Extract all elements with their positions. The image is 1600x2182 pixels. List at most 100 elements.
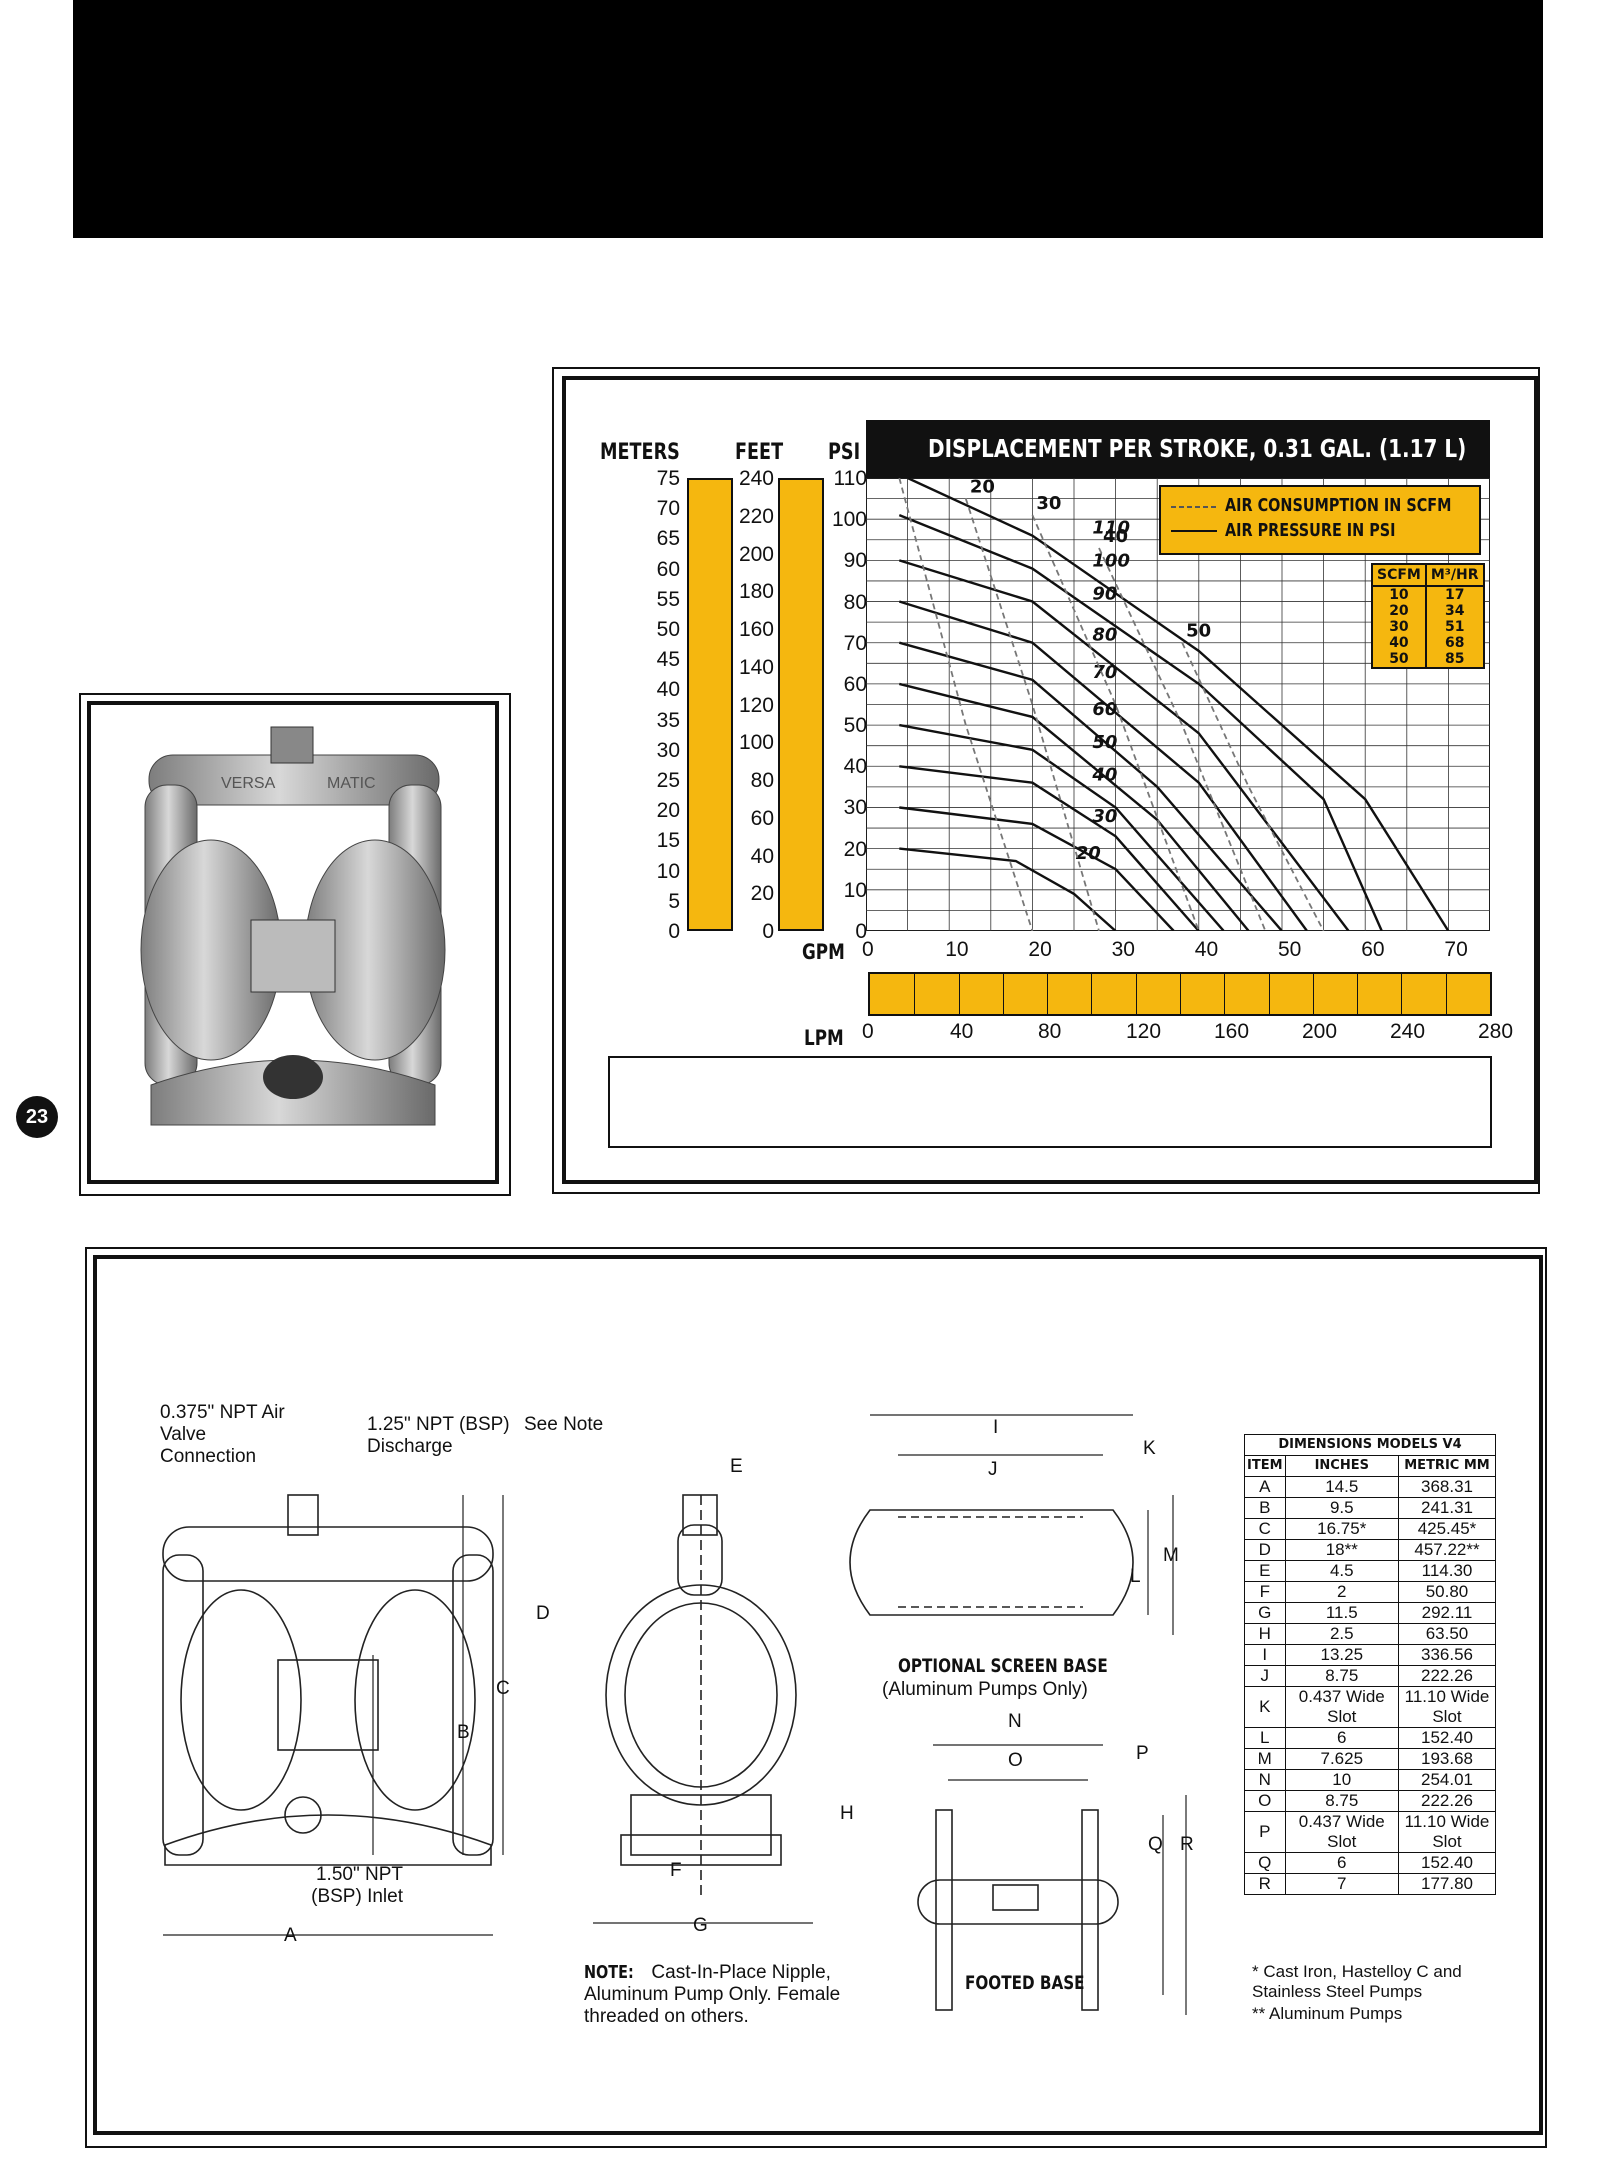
lpm-bar-divider [1312,974,1314,1014]
lpm-tick: 40 [950,1020,974,1043]
dimension-inches-cell: 13.25 [1284,1644,1400,1666]
air-pressure-curve-70 [898,641,1283,931]
curve-label-pressure-50: 50 [1092,732,1117,753]
feet-tick: 0 [762,920,774,943]
meters-tick: 50 [656,618,680,641]
psi-tick: 90 [843,549,867,573]
m3hr-cell: 51 [1424,619,1485,635]
meters-tick: 40 [656,678,680,702]
legend-air-pressure: AIR PRESSURE IN PSI [1225,520,1396,541]
dimension-item-cell: P [1244,1811,1286,1853]
dimensions-panel [93,1255,1543,2135]
inlet-callout: 1.50" NPT (BSP) Inlet [311,1864,403,1907]
footed-base-title: FOOTED BASE [965,1972,1085,1994]
air-pressure-curve-20 [899,847,1117,931]
meters-tick: 15 [656,829,680,853]
performance-frame [552,367,1540,1194]
page-number-badge: 23 [16,1096,58,1138]
side-view-drawing [605,1494,797,1895]
psi-tick: 0 [855,920,867,943]
footed-base-drawing [917,1809,1119,2011]
dimension-inches-cell: 18** [1284,1539,1400,1561]
dimension-item-cell: K [1244,1686,1286,1728]
psi-tick: 30 [843,796,867,820]
dimension-inches-cell: 4.5 [1284,1560,1400,1582]
air-pressure-curve-50 [899,723,1225,931]
lpm-tick: 80 [1038,1020,1062,1043]
dimension-metric-cell: 241.31 [1398,1497,1496,1519]
dim-letter-l: L [1130,1566,1141,1587]
meters-tick: 75 [656,467,680,490]
dimension-metric-cell: 254.01 [1398,1769,1496,1791]
m3hr-cell: 68 [1424,635,1485,651]
legend-line-samples [1171,506,1217,532]
dimension-item-cell: B [1244,1497,1286,1519]
gpm-tick: 30 [1111,938,1135,961]
dim-letter-c: C [496,1678,510,1699]
meters-tick: 5 [668,889,680,913]
dim-letter-o: O [1008,1750,1023,1771]
psi-tick: 60 [843,672,867,696]
lpm-bar-divider [1135,974,1137,1014]
feet-tick: 160 [738,618,774,641]
performance-panel [562,376,1538,1184]
dimension-metric-cell: 368.31 [1398,1476,1496,1498]
dimension-item-cell: M [1244,1748,1286,1770]
dim-letter-k: K [1143,1438,1156,1459]
feet-tick: 80 [750,769,774,792]
screen-base-title: OPTIONAL SCREEN BASE [898,1655,1108,1677]
feet-tick: 120 [738,693,774,717]
dimension-metric-cell: 11.10 Wide Slot [1398,1811,1496,1853]
gpm-tick: 0 [862,938,874,961]
dim-letter-r: R [1180,1834,1194,1855]
svg-text:MATIC: MATIC [327,775,376,792]
dimension-metric-cell: 50.80 [1398,1581,1496,1603]
gpm-tick: 40 [1194,938,1219,961]
meters-tick: 45 [656,648,680,672]
lpm-scale-bar [868,972,1492,1016]
psi-tick: 80 [843,590,867,614]
curve-label-pressure-80: 80 [1092,625,1117,646]
dimension-metric-cell: 11.10 Wide Slot [1398,1686,1496,1728]
dimension-metric-cell: 336.56 [1398,1644,1496,1666]
air-consumption-curve-10 [898,478,1034,931]
curve-label-pressure-40: 40 [1091,765,1117,786]
dim-letter-g: G [693,1915,708,1936]
air-pressure-curve-100 [898,513,1383,931]
dimension-inches-cell: 2.5 [1284,1623,1400,1645]
curve-label-air-30: 30 [1036,493,1061,514]
air-pressure-curve-80 [898,600,1308,931]
feet-tick: 200 [738,542,774,566]
curve-label-pressure-90: 90 [1092,584,1117,605]
meters-scale-bar [687,478,733,931]
screen-base-subtitle: (Aluminum Pumps Only) [882,1679,1088,1700]
drawing-note: NOTE: Cast-In-Place Nipple, Aluminum Pum… [584,1962,854,2028]
dimension-lines [163,1414,1187,2015]
scfm-cell: 50 [1371,651,1427,669]
dimensions-header-inches: INCHES [1284,1455,1400,1477]
scfm-header: SCFM [1371,563,1427,587]
dim-letter-j: J [988,1459,998,1480]
dimension-drawings [162,1414,1187,2015]
lpm-tick: 240 [1390,1020,1426,1043]
footnote-cast-iron: * Cast Iron, Hastelloy C and Stainless S… [1252,1962,1462,2001]
dimension-metric-cell: 425.45* [1398,1518,1496,1540]
lpm-tick: 200 [1302,1020,1338,1043]
psi-axis-label: PSI [828,440,861,465]
pump-photo: VERSA MATIC [87,701,499,1184]
feet-tick: 140 [738,655,774,679]
dimension-metric-cell: 114.30 [1398,1560,1496,1582]
m3hr-cell: 17 [1424,586,1485,603]
